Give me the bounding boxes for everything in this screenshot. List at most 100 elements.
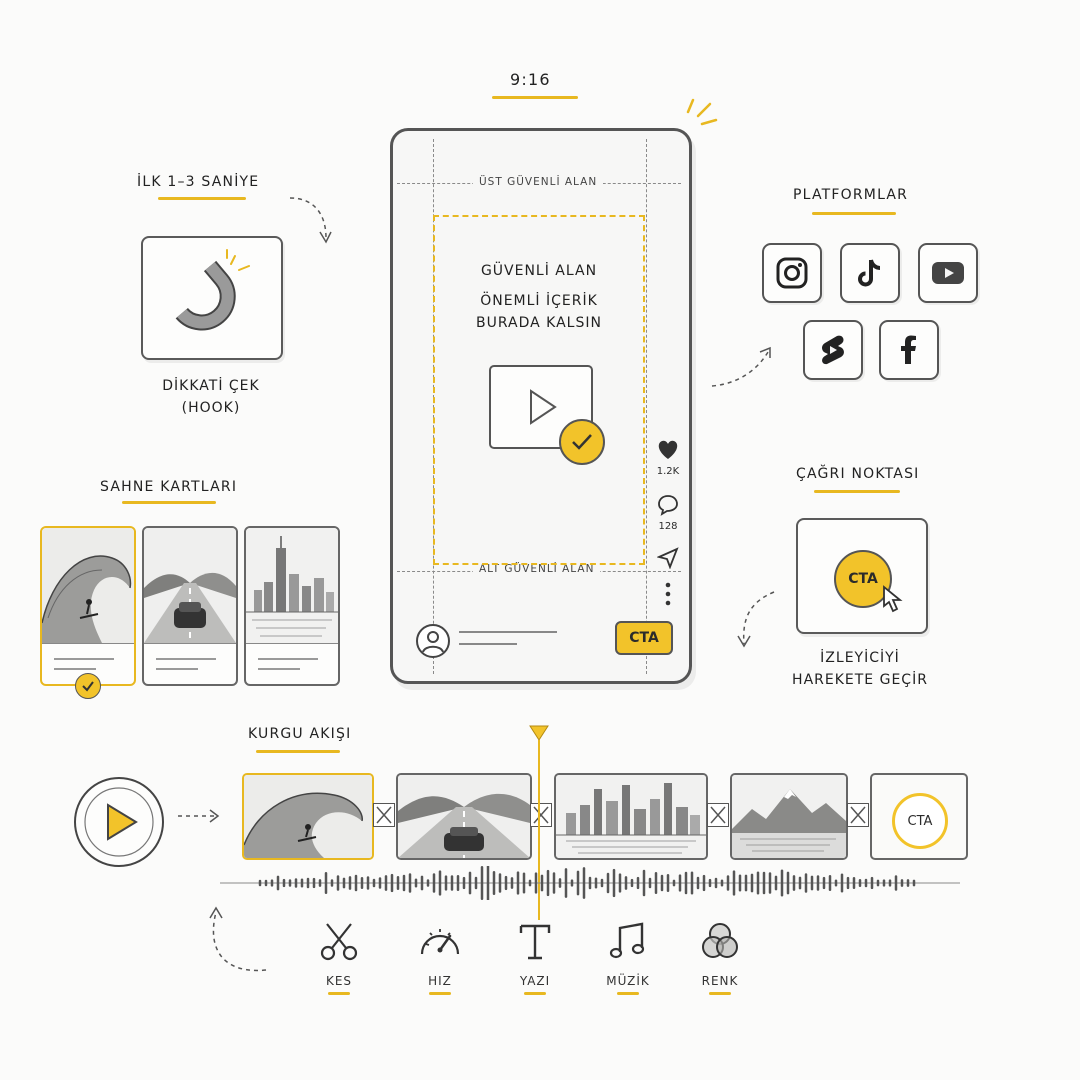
heart-icon[interactable] (655, 437, 681, 461)
timeline-play-button[interactable] (74, 777, 164, 867)
tool-color[interactable]: RENK (680, 920, 760, 995)
city-illustration (556, 775, 706, 858)
cta-card[interactable]: CTA (796, 518, 928, 634)
scenes-underline (122, 501, 216, 504)
scene-card-city[interactable] (244, 526, 340, 686)
phone-frame: ÜST GÜVENLİ ALAN ALT GÜVENLİ ALAN GÜVENL… (390, 128, 692, 684)
cta-caption-2: HAREKETE GEÇİR (792, 672, 928, 688)
speedometer-icon (420, 929, 460, 955)
share-icon[interactable] (657, 547, 679, 569)
transition-1[interactable] (373, 803, 395, 827)
hook-card[interactable] (141, 236, 283, 360)
youtube-icon (932, 262, 964, 284)
aspect-ratio-label: 9:16 (510, 70, 551, 89)
tool-underline (328, 992, 350, 995)
caption-line-1 (459, 631, 557, 633)
comment-icon[interactable] (656, 493, 680, 517)
scene-line (54, 668, 96, 670)
timeline-clip-cta[interactable]: CTA (870, 773, 968, 860)
aspect-underline (492, 96, 578, 99)
facebook-icon (901, 335, 916, 364)
tool-underline (429, 992, 451, 995)
platform-instagram[interactable] (762, 243, 822, 303)
sparkle-icon (686, 98, 718, 126)
tool-label: HIZ (428, 974, 452, 988)
scene-line (258, 668, 300, 670)
cursor-icon (883, 585, 903, 613)
timeline-clip-wave[interactable] (242, 773, 374, 860)
tool-music[interactable]: MÜZİK (588, 920, 668, 995)
music-note-icon (609, 922, 645, 959)
tool-label: KES (325, 974, 353, 988)
timeline-clip-road[interactable] (396, 773, 532, 860)
text-icon (519, 924, 551, 960)
safe-zone-title: GÜVENLİ ALAN (480, 263, 598, 279)
more-icon[interactable] (663, 581, 673, 607)
transition-2[interactable] (530, 803, 552, 827)
city-illustration (246, 528, 338, 644)
timeline-clip-mountain[interactable] (730, 773, 848, 860)
cta-section-title: ÇAĞRI NOKTASI (796, 466, 920, 482)
timeline-end-cta[interactable]: CTA (892, 793, 948, 849)
hook-caption-2: (HOOK) (181, 400, 241, 416)
tool-label: YAZI (519, 974, 551, 988)
platforms-underline (812, 212, 896, 215)
caption-line-2 (459, 643, 517, 645)
safe-zone-line-1: ÖNEMLİ İÇERİK (480, 293, 598, 309)
platforms-title: PLATFORMLAR (793, 187, 909, 203)
instagram-icon (776, 257, 808, 289)
hook-caption-1: DİKKATİ ÇEK (162, 378, 260, 394)
scene-line (258, 658, 318, 660)
loop-arrow (209, 906, 267, 972)
road-illustration (144, 528, 236, 644)
tool-speed[interactable]: HIZ (400, 920, 480, 995)
wave-illustration (244, 775, 372, 858)
top-safe-label: ÜST GÜVENLİ ALAN (473, 176, 604, 188)
tool-underline (709, 992, 731, 995)
wave-illustration (42, 528, 134, 644)
phone-cta-button[interactable]: CTA (615, 621, 673, 655)
bottom-safe-label: ALT GÜVENLİ ALAN (473, 563, 601, 575)
play-icon (84, 787, 154, 857)
platform-youtube-shorts[interactable] (803, 320, 863, 380)
tiktok-icon (858, 259, 881, 287)
tool-underline (617, 992, 639, 995)
cta-card-button[interactable]: CTA (834, 550, 892, 608)
avatar[interactable] (415, 623, 451, 659)
playhead[interactable] (528, 724, 550, 924)
platform-youtube[interactable] (918, 243, 978, 303)
scene-line (156, 658, 216, 660)
audio-waveform[interactable] (220, 866, 960, 900)
scene-card-road[interactable] (142, 526, 238, 686)
tool-cut[interactable]: KES (299, 920, 379, 995)
hook-underline (158, 197, 246, 200)
tool-underline (524, 992, 546, 995)
cta-arrow (737, 591, 775, 648)
tool-text[interactable]: YAZI (495, 920, 575, 995)
likes-count: 1.2K (656, 466, 680, 477)
color-circles-icon (702, 923, 738, 958)
scene-line (156, 668, 198, 670)
mountain-illustration (732, 775, 846, 858)
timeline-arrow (178, 809, 220, 823)
play-icon (530, 389, 557, 425)
scene-card-wave[interactable] (40, 526, 136, 686)
cta-section-underline (814, 490, 900, 493)
timeline-underline (256, 750, 340, 753)
scenes-title: SAHNE KARTLARI (100, 479, 238, 495)
safe-zone-line-2: BURADA KALSIN (476, 315, 602, 331)
scene-selected-check-icon (75, 673, 101, 699)
hook-arrow (289, 197, 332, 244)
timeline-clip-city[interactable] (554, 773, 708, 860)
cta-caption-1: İZLEYİCİYİ (820, 650, 900, 666)
transition-4[interactable] (847, 803, 869, 827)
safe-zone (433, 215, 645, 565)
transition-3[interactable] (707, 803, 729, 827)
platforms-arrow (711, 346, 771, 387)
platform-tiktok[interactable] (840, 243, 900, 303)
magnet-icon (175, 249, 250, 331)
check-icon (559, 419, 605, 465)
platform-facebook[interactable] (879, 320, 939, 380)
road-illustration (398, 775, 530, 858)
tool-label: RENK (701, 974, 739, 988)
